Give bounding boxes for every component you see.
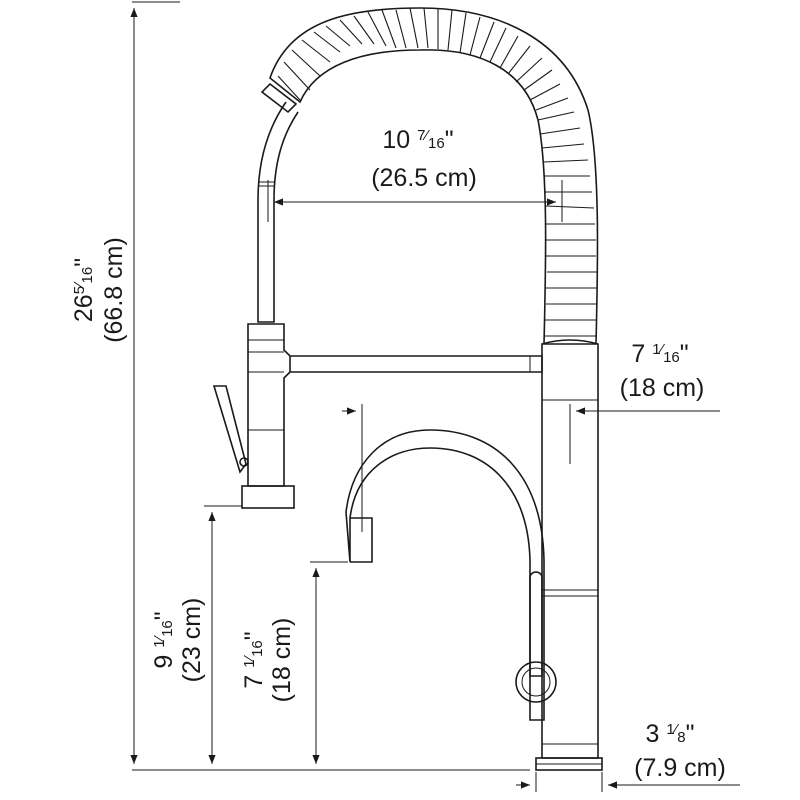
spray-hose xyxy=(257,101,299,323)
coil-spring xyxy=(269,7,599,345)
dim-numerator: 1 xyxy=(241,659,258,667)
faucet-outline xyxy=(212,7,603,771)
dim-inch-mark: " xyxy=(70,258,98,267)
svg-text:7 1⁄16": 7 1⁄16" xyxy=(240,631,268,688)
holder-arm xyxy=(290,355,543,373)
reach-label: 10 7⁄16" (26.5 cm) xyxy=(371,126,477,192)
faucet-body xyxy=(541,339,599,759)
dim-whole: 3 xyxy=(646,720,660,748)
dim-inch-mark: " xyxy=(686,720,695,748)
sprayer-trigger xyxy=(212,385,247,474)
dim-inch-mark: " xyxy=(445,126,454,154)
dim-metric: (18 cm) xyxy=(620,374,705,402)
dim-numerator: 1 xyxy=(151,639,168,647)
handle-hub-inner xyxy=(521,667,551,697)
dim-whole: 7 xyxy=(240,675,268,689)
dim-numerator: 7 xyxy=(417,127,425,144)
handle-hub xyxy=(515,661,557,703)
spout-height-label: 7 1⁄16" (18 cm) xyxy=(240,618,296,703)
dim-metric: (23 cm) xyxy=(178,598,206,683)
dim-whole: 26 xyxy=(70,294,98,322)
dim-denominator: 8 xyxy=(677,729,685,746)
dim-denominator: 16 xyxy=(79,267,96,284)
svg-text:7 1⁄16": 7 1⁄16" xyxy=(631,340,688,368)
sprayer-button xyxy=(239,457,249,467)
dim-metric: (66.8 cm) xyxy=(100,237,128,343)
svg-text:265⁄16": 265⁄16" xyxy=(70,258,98,322)
dim-whole: 9 xyxy=(150,655,178,669)
total-height-label: 265⁄16" (66.8 cm) xyxy=(70,237,128,343)
dim-numerator: 1 xyxy=(666,721,674,738)
gooseneck-spout xyxy=(345,429,545,721)
dim-metric: (18 cm) xyxy=(268,618,296,703)
spout-tip xyxy=(350,517,373,563)
dim-inch-mark: " xyxy=(680,340,689,368)
dim-numerator: 1 xyxy=(652,341,660,358)
coil-collar xyxy=(260,82,298,114)
sprayer-face xyxy=(241,485,295,509)
dim-denominator: 16 xyxy=(428,135,445,152)
base-diameter-label: 3 1⁄8" (7.9 cm) xyxy=(634,720,726,782)
coil-rings xyxy=(277,7,597,337)
svg-text:3 1⁄8": 3 1⁄8" xyxy=(646,720,695,748)
spray-height-label: 9 1⁄16" (23 cm) xyxy=(150,598,206,683)
dim-whole: 10 xyxy=(382,126,410,154)
dimension-lines xyxy=(130,1,740,792)
dim-inch-mark: " xyxy=(240,631,268,640)
dim-numerator: 5 xyxy=(71,286,88,294)
svg-text:9 1⁄16": 9 1⁄16" xyxy=(150,611,178,668)
dim-metric: (26.5 cm) xyxy=(371,164,477,192)
dim-inch-mark: " xyxy=(150,611,178,620)
dim-denominator: 16 xyxy=(249,640,266,657)
svg-text:10 7⁄16": 10 7⁄16" xyxy=(382,126,453,154)
faucet-handle xyxy=(529,571,543,677)
dim-denominator: 16 xyxy=(159,620,176,637)
dim-denominator: 16 xyxy=(663,349,680,366)
dim-metric: (7.9 cm) xyxy=(634,754,726,782)
spout-reach-label: 7 1⁄16" (18 cm) xyxy=(620,340,705,402)
sprayer-head xyxy=(247,323,291,487)
dim-whole: 7 xyxy=(631,340,645,368)
